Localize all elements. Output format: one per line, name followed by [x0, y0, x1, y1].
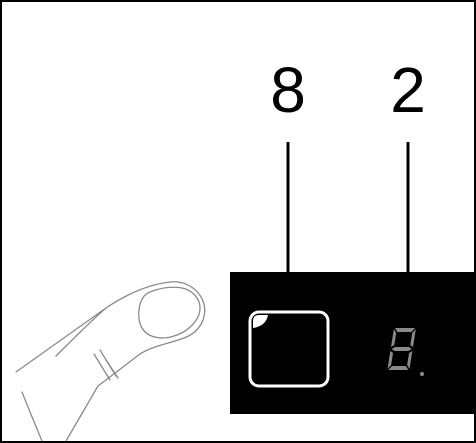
segment-a	[395, 328, 415, 332]
callout-number-2: 2	[390, 54, 426, 126]
pointing-finger-icon	[15, 281, 206, 441]
callout-number-8: 8	[270, 54, 306, 126]
segment-e	[387, 351, 394, 369]
segment-g	[391, 347, 412, 351]
segment-b	[410, 329, 416, 347]
segment-c	[407, 351, 413, 369]
rounded-square-button-icon[interactable]	[248, 310, 330, 388]
seven-segment-digit	[387, 328, 416, 370]
decimal-point	[420, 372, 424, 376]
segment-f	[390, 329, 397, 347]
segment-d	[388, 366, 409, 370]
control-panel	[230, 272, 474, 414]
